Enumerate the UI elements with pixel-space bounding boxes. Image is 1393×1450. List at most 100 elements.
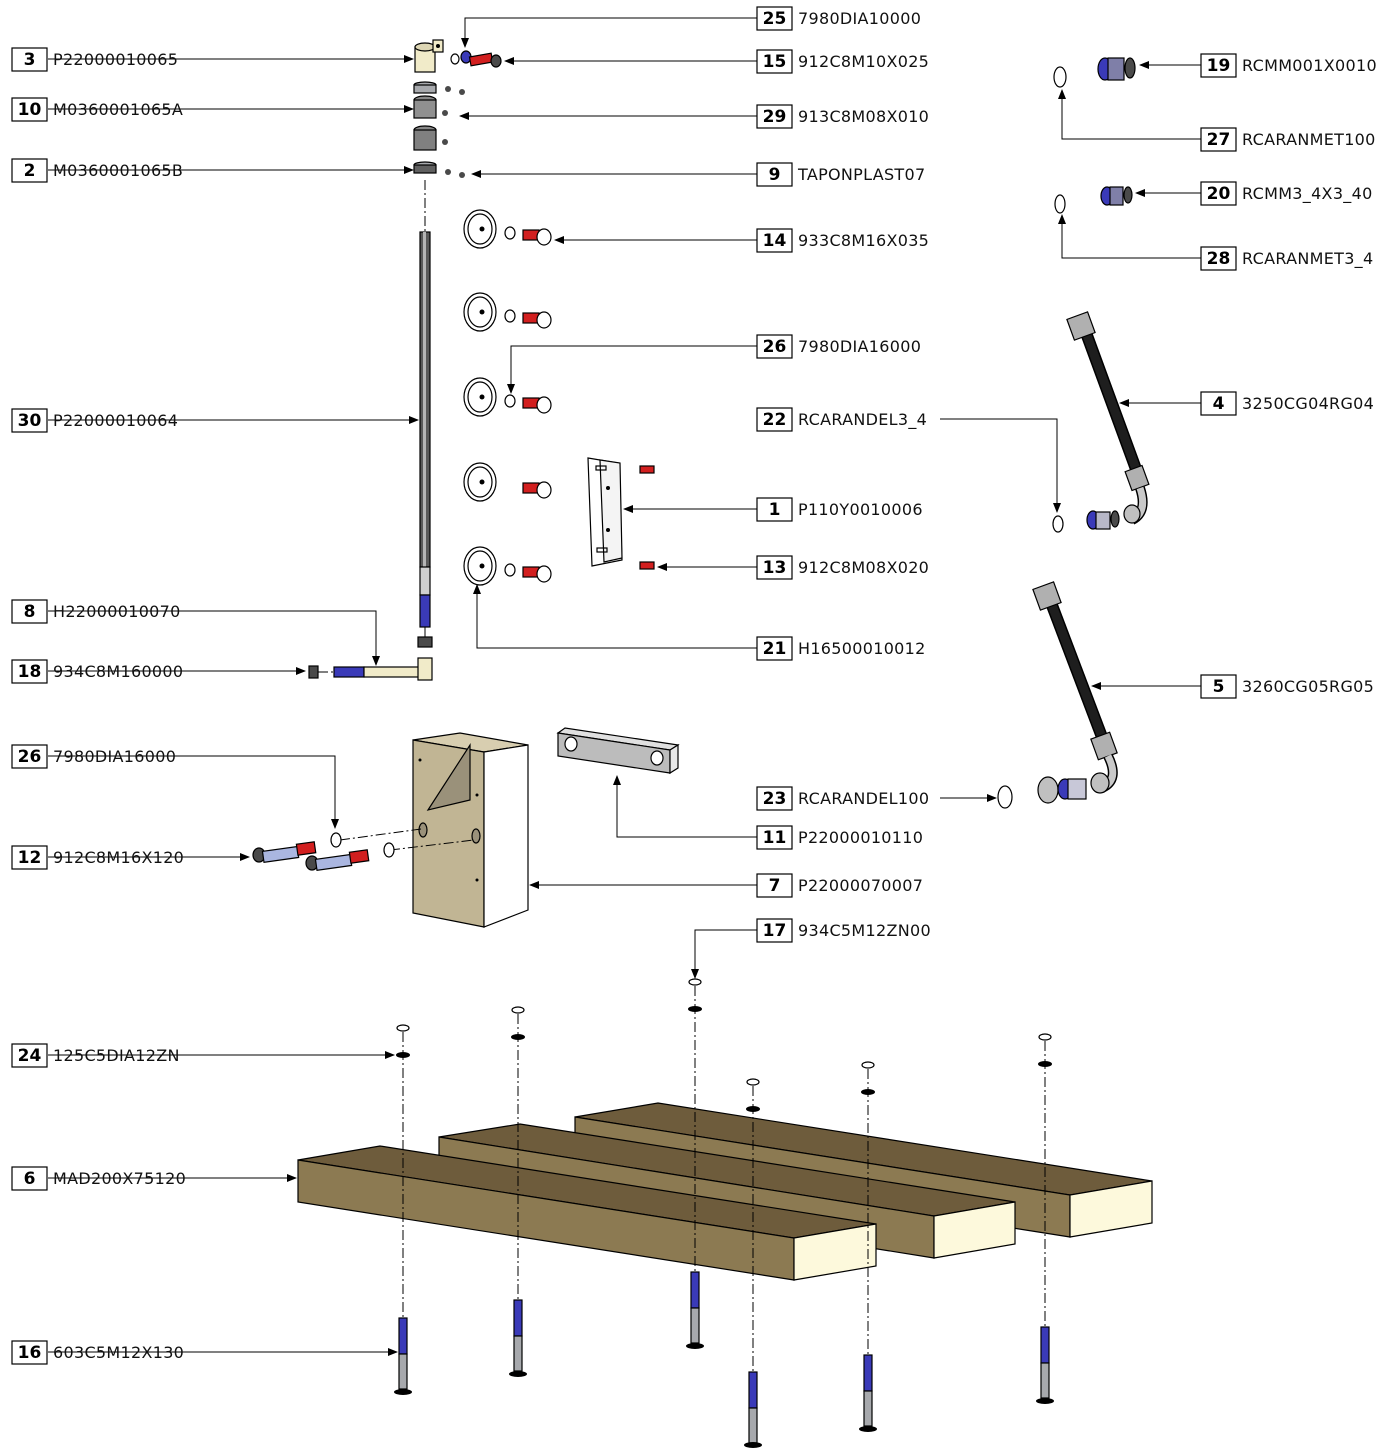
callout-number-box (756, 918, 793, 943)
callout-number: 26 (763, 337, 787, 357)
callout-number: 18 (18, 662, 42, 682)
part-code: RCARANDEL100 (798, 789, 929, 808)
callout-9: 9 TAPONPLAST07 (756, 162, 925, 187)
part-code: P22000010110 (798, 828, 923, 847)
callout-number: 28 (1207, 249, 1231, 269)
part-code: 934C5M12ZN00 (798, 921, 931, 940)
fitting-set-top (1053, 57, 1136, 214)
parts-drawing (252, 39, 1153, 1448)
callout-26: 26 7980DIA16000 (756, 334, 921, 359)
wood-beams (297, 1102, 1153, 1281)
callout-27: 27 RCARANMET100 (1200, 127, 1376, 152)
callout-number-box (756, 497, 793, 522)
callout-17: 17 934C5M12ZN00 (756, 918, 931, 943)
callout-number: 14 (763, 231, 787, 251)
callout-number-box (11, 1043, 48, 1068)
part-code: 603C5M12X130 (53, 1343, 184, 1362)
leader-line-21 (473, 584, 757, 649)
callout-number-box (11, 845, 48, 870)
callout-number-box (756, 228, 793, 253)
callout-14: 14 933C8M16X035 (756, 228, 929, 253)
leader-line-11 (613, 775, 757, 838)
callout-number-box (756, 104, 793, 129)
leader-lines (48, 17, 1201, 1356)
leader-line-27 (1058, 89, 1201, 140)
callout-11: 11 P22000010110 (756, 825, 923, 850)
callout-number: 5 (1213, 677, 1225, 697)
callout-20: 20 RCMM3_4X3_40 (1200, 181, 1373, 206)
part-code: 912C8M10X025 (798, 52, 929, 71)
callout-number: 15 (763, 52, 787, 72)
part-code: 934C8M160000 (53, 662, 183, 681)
callout-number: 11 (763, 828, 787, 848)
hose-5 (997, 581, 1118, 809)
part-code: 933C8M16X035 (798, 231, 929, 250)
callout-number-box (756, 555, 793, 580)
leader-line-28 (1058, 214, 1201, 259)
part-code: P22000010065 (53, 50, 178, 69)
callout-number: 13 (763, 558, 787, 578)
leader-line-17 (691, 929, 757, 979)
callout-number: 21 (763, 639, 787, 659)
part-code: RCMM3_4X3_40 (1242, 184, 1373, 204)
callout-number: 30 (18, 411, 42, 431)
callout-number: 17 (763, 921, 787, 941)
callout-number-box (1200, 246, 1237, 271)
callout-number-box (11, 97, 48, 122)
callout-number: 9 (769, 165, 781, 185)
part-code: P22000010064 (53, 411, 178, 430)
callout-number-box (11, 408, 48, 433)
part-code: 125C5DIA12ZN (53, 1046, 180, 1065)
callout-number: 23 (763, 789, 787, 809)
callout-2: 2 M0360001065B (11, 158, 183, 183)
support-block (412, 732, 529, 928)
callout-number-box (11, 744, 48, 769)
part-code: RCARANMET100 (1242, 130, 1376, 149)
callout-number: 27 (1207, 130, 1231, 150)
part-code: RCARANDEL3_4 (798, 410, 927, 430)
callout-number-box (756, 825, 793, 850)
callout-30: 30 P22000010064 (11, 408, 178, 433)
callout-number-box (1200, 181, 1237, 206)
hose-4 (1052, 311, 1150, 533)
bracket (587, 457, 655, 570)
part-code: M0360001065B (53, 161, 183, 180)
callout-number-box (11, 1340, 48, 1365)
callout-number: 20 (1207, 184, 1231, 204)
part-code: 912C8M16X120 (53, 848, 184, 867)
callout-number: 2 (24, 161, 36, 181)
callout-18: 18 934C8M160000 (11, 659, 183, 684)
callout-number: 3 (24, 50, 36, 70)
callout-number-box (756, 162, 793, 187)
part-code: M0360001065A (53, 100, 183, 119)
leader-line-22 (940, 418, 1061, 513)
handle (308, 657, 433, 681)
part-code: 3250CG04RG04 (1242, 394, 1374, 413)
part-code: P22000070007 (798, 876, 923, 895)
callout-number-box (756, 6, 793, 31)
hinge-stack (413, 39, 502, 178)
part-code: TAPONPLAST07 (797, 165, 925, 184)
callout-number-box (756, 334, 793, 359)
callout-3: 3 P22000010065 (11, 47, 178, 72)
part-code: 7980DIA16000 (798, 337, 921, 356)
callout-number-box (11, 158, 48, 183)
clamp-plate (556, 727, 680, 775)
callout-15: 15 912C8M10X025 (756, 49, 929, 74)
part-code: MAD200X75120 (53, 1169, 186, 1188)
part-code: 912C8M08X020 (798, 558, 929, 577)
